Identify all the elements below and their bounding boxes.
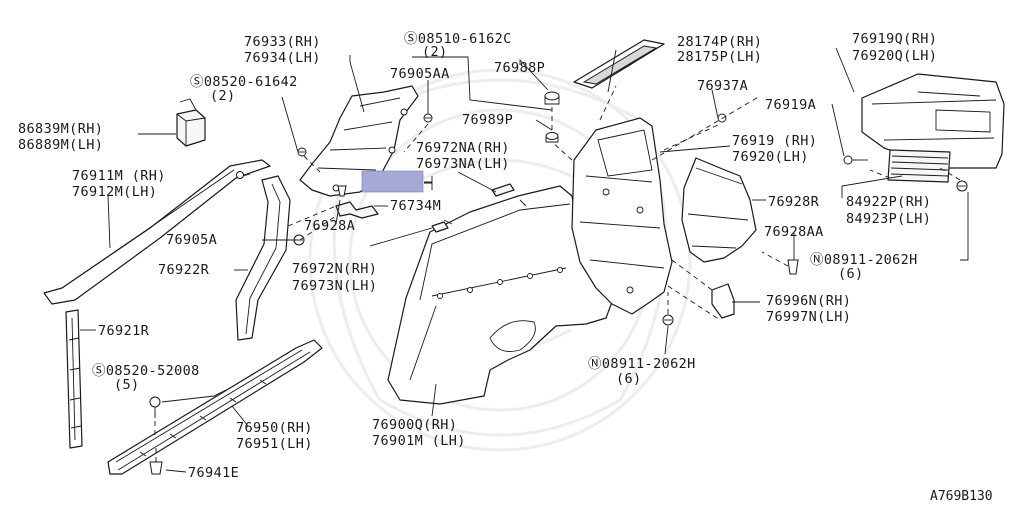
screw-76905aa[interactable] — [423, 113, 433, 123]
label-76972n: 76972N(RH) — [292, 261, 377, 277]
label-76997n: 76997N(LH) — [766, 309, 851, 325]
part-c-pillar-76933[interactable] — [299, 85, 419, 197]
label-76901m: 76901M (LH) — [372, 433, 466, 449]
screw-08520-61642[interactable] — [297, 147, 307, 157]
label-28174p: 28174P(RH) — [677, 34, 762, 50]
part-mesh-mat-28174p[interactable] — [573, 39, 665, 89]
label-86839m: 86839M(RH) — [18, 121, 103, 137]
part-panel-76928r[interactable] — [681, 157, 757, 263]
nut-08911-top[interactable] — [956, 180, 968, 192]
label-76996n: 76996N(RH) — [766, 293, 851, 309]
label-76919q: 76919Q(RH) — [852, 31, 937, 47]
label-76919: 76919 (RH) — [732, 133, 817, 149]
label-84922p: 84922P(RH) — [846, 194, 931, 210]
label-76922r: 76922R — [158, 262, 210, 278]
label-76972na: 76972NA(RH) — [416, 140, 510, 156]
label-84923p: 84923P(LH) — [846, 211, 931, 227]
clip-76928a[interactable] — [337, 185, 347, 197]
part-sill-plate-76950[interactable] — [107, 339, 323, 475]
label-08911-top-qty: (6) — [838, 266, 864, 282]
label-76951: 76951(LH) — [236, 436, 313, 452]
label-76919a: 76919A — [765, 97, 816, 113]
leader-lines — [80, 47, 969, 473]
part-pillar-76921r[interactable] — [65, 309, 83, 449]
label-76920q: 76920Q(LH) — [852, 48, 937, 64]
label-28175p: 28175P(LH) — [677, 49, 762, 65]
part-quarter-panel-76900q[interactable] — [387, 185, 613, 405]
label-76989p: 76989P — [462, 112, 513, 128]
label-76928a: 76928A — [304, 218, 355, 234]
part-bracket-76972n[interactable] — [431, 221, 449, 233]
label-08911-bottom-code: Ⓝ08911-2062H — [588, 356, 696, 372]
label-76928aa: 76928AA — [764, 224, 824, 240]
label-08510-code: Ⓢ08510-6162C — [404, 31, 512, 47]
part-pillar-trim-76911m[interactable] — [43, 159, 271, 305]
nut-08911-bottom[interactable] — [662, 314, 674, 326]
part-cap-76988p[interactable] — [544, 91, 560, 105]
part-grille-84922p[interactable] — [887, 149, 951, 183]
label-08510-qty: (2) — [422, 44, 448, 60]
screw-08520-52008[interactable] — [149, 396, 161, 418]
label-08911-top-code: Ⓝ08911-2062H — [810, 252, 918, 268]
label-76950: 76950(RH) — [236, 420, 313, 436]
label-76941e: 76941E — [188, 465, 239, 481]
screw-76919a[interactable] — [843, 155, 868, 165]
highlight-box — [361, 170, 424, 193]
label-76905aa: 76905AA — [390, 66, 450, 82]
label-86889m: 86889M(LH) — [18, 137, 103, 153]
diagram-reference-code: A769B130 — [930, 489, 993, 504]
part-inner-panel-76919[interactable] — [571, 117, 673, 315]
part-bracket-76972na[interactable] — [491, 183, 515, 197]
label-08520-52008-code: Ⓢ08520-52008 — [92, 363, 200, 379]
part-cap-76989p[interactable] — [545, 132, 559, 143]
assembly-dashed-lines — [154, 85, 961, 462]
label-76973na: 76973NA(LH) — [416, 156, 510, 172]
clip-76941e[interactable] — [149, 461, 163, 475]
clip-76928aa[interactable] — [787, 259, 799, 275]
part-labels: 76933(RH) 76934(LH) Ⓢ08510-6162C (2) 281… — [18, 31, 993, 504]
label-08520-52008-qty: (5) — [114, 377, 140, 393]
label-08520-61642-code: Ⓢ08520-61642 — [190, 74, 298, 90]
label-76911m: 76911M (RH) — [72, 168, 166, 184]
label-76920: 76920(LH) — [732, 149, 809, 165]
label-76937a: 76937A — [697, 78, 748, 94]
label-08520-61642-qty: (2) — [210, 88, 236, 104]
part-piece-76996n[interactable] — [711, 283, 735, 319]
label-76900q: 76900Q(RH) — [372, 417, 457, 433]
part-trim-76919q[interactable] — [861, 73, 1005, 169]
label-76921r: 76921R — [98, 323, 150, 339]
label-08911-bottom-qty: (6) — [616, 371, 642, 387]
label-76988p: 76988P — [494, 60, 545, 76]
part-clip-block-86839m[interactable] — [176, 98, 206, 147]
label-76905a: 76905A — [166, 232, 217, 248]
label-76934: 76934(LH) — [244, 50, 321, 66]
label-76928r: 76928R — [768, 194, 820, 210]
part-bracket-76734m[interactable] — [335, 201, 379, 219]
label-76734m: 76734M — [390, 198, 441, 214]
label-76912m: 76912M(LH) — [72, 184, 157, 200]
part-b-pillar-76922r[interactable] — [235, 175, 291, 341]
label-76933: 76933(RH) — [244, 34, 321, 50]
label-76973n: 76973N(LH) — [292, 278, 377, 294]
